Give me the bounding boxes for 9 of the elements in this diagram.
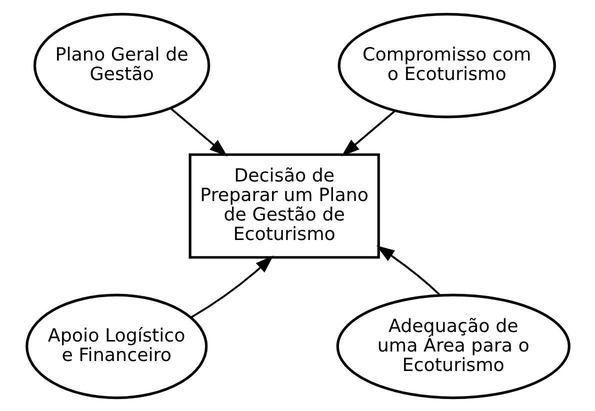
node-ellipse: Compromisso com o Ecoturismo xyxy=(337,12,556,118)
node-ellipse: Apoio Logístico e Financeiro xyxy=(25,293,208,399)
arrow xyxy=(190,254,274,318)
arrow xyxy=(340,110,396,156)
node-ellipse: Plano Geral de Gestão xyxy=(32,12,210,118)
node-ellipse: Adequação de uma Área para o Ecoturismo xyxy=(336,293,570,399)
arrow xyxy=(376,245,440,296)
arrow xyxy=(169,106,228,156)
node-box: Decisão de Preparar um Plano de Gestão de Ecoturismo xyxy=(188,152,380,258)
